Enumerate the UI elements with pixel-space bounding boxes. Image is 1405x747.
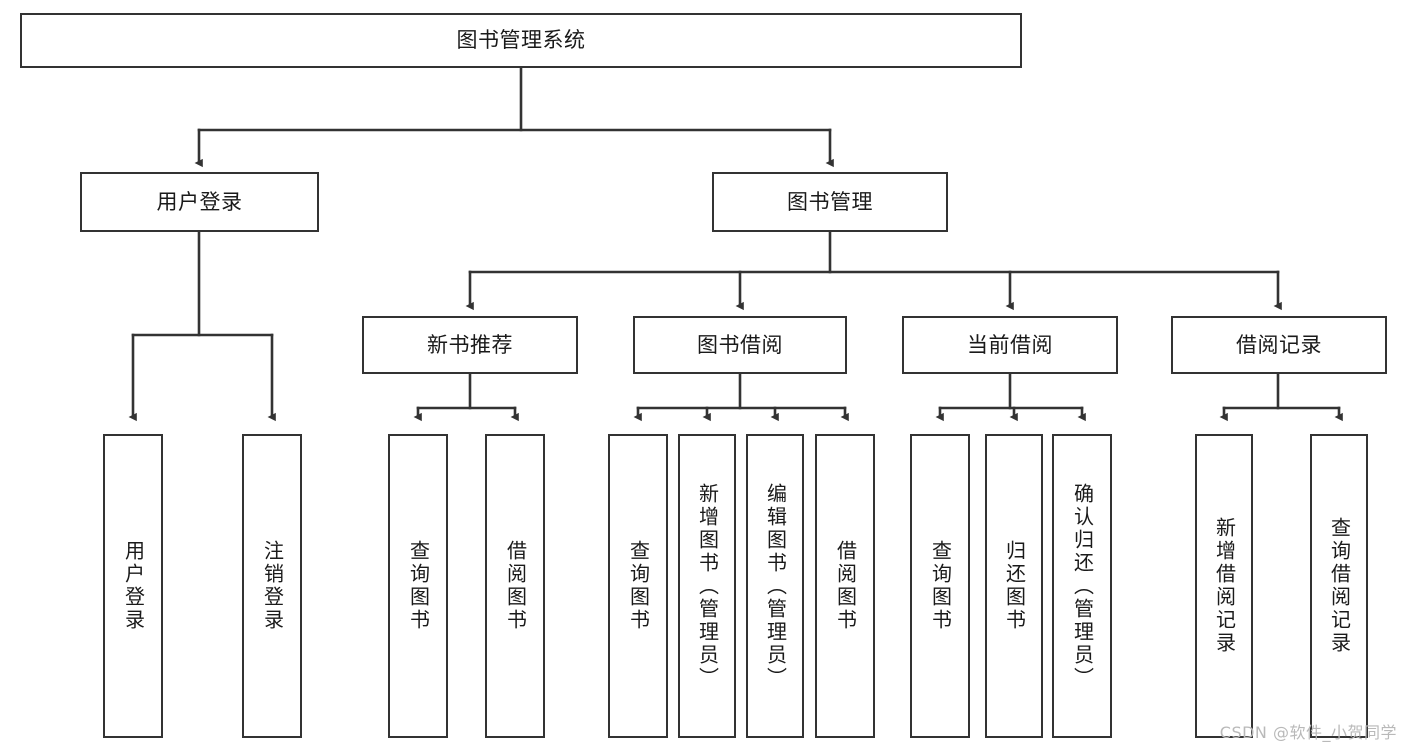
leaf-user-login[interactable]: 用户登录 <box>103 434 163 738</box>
node-label: 当前借阅 <box>967 332 1053 357</box>
node-new-book-recommend[interactable]: 新书推荐 <box>362 316 578 374</box>
leaf-borrow-query-book[interactable]: 查询图书 <box>608 434 668 738</box>
node-label: 新增图书（管理员） <box>695 482 720 690</box>
node-label: 注销登录 <box>260 540 285 632</box>
node-label: 用户登录 <box>121 540 146 632</box>
node-label: 图书管理系统 <box>456 28 586 53</box>
node-label: 确认归还（管理员） <box>1070 482 1095 690</box>
node-current-borrow[interactable]: 当前借阅 <box>902 316 1118 374</box>
leaf-borrow-add-book-admin[interactable]: 新增图书（管理员） <box>678 434 736 738</box>
node-label: 图书借阅 <box>697 332 783 357</box>
leaf-borrow-borrow-book[interactable]: 借阅图书 <box>815 434 875 738</box>
node-label: 图书管理 <box>787 189 873 214</box>
node-label: 新增借阅记录 <box>1212 517 1237 655</box>
node-label: 借阅图书 <box>833 540 858 632</box>
node-label: 查询图书 <box>406 540 431 632</box>
leaf-record-add-record[interactable]: 新增借阅记录 <box>1195 434 1253 738</box>
node-label: 用户登录 <box>156 189 243 214</box>
leaf-record-query-record[interactable]: 查询借阅记录 <box>1310 434 1368 738</box>
node-label: 查询图书 <box>626 540 651 632</box>
node-borrow-record[interactable]: 借阅记录 <box>1171 316 1387 374</box>
leaf-current-return-book[interactable]: 归还图书 <box>985 434 1043 738</box>
leaf-borrow-edit-book-admin[interactable]: 编辑图书（管理员） <box>746 434 804 738</box>
node-label: 查询图书 <box>928 540 953 632</box>
node-root-system[interactable]: 图书管理系统 <box>20 13 1022 68</box>
leaf-current-confirm-return-admin[interactable]: 确认归还（管理员） <box>1052 434 1112 738</box>
leaf-newbook-borrow-book[interactable]: 借阅图书 <box>485 434 545 738</box>
node-book-borrow[interactable]: 图书借阅 <box>633 316 847 374</box>
node-label: 新书推荐 <box>427 332 513 357</box>
node-label: 归还图书 <box>1002 540 1027 632</box>
node-label: 查询借阅记录 <box>1327 517 1352 655</box>
leaf-current-query-book[interactable]: 查询图书 <box>910 434 970 738</box>
node-user-login[interactable]: 用户登录 <box>80 172 319 232</box>
node-book-management[interactable]: 图书管理 <box>712 172 948 232</box>
node-label: 编辑图书（管理员） <box>763 482 788 690</box>
node-label: 借阅图书 <box>503 540 528 632</box>
leaf-newbook-query-book[interactable]: 查询图书 <box>388 434 448 738</box>
node-label: 借阅记录 <box>1236 332 1322 357</box>
leaf-user-logout[interactable]: 注销登录 <box>242 434 302 738</box>
watermark: CSDN @软件_小贺同学 <box>1219 723 1397 742</box>
